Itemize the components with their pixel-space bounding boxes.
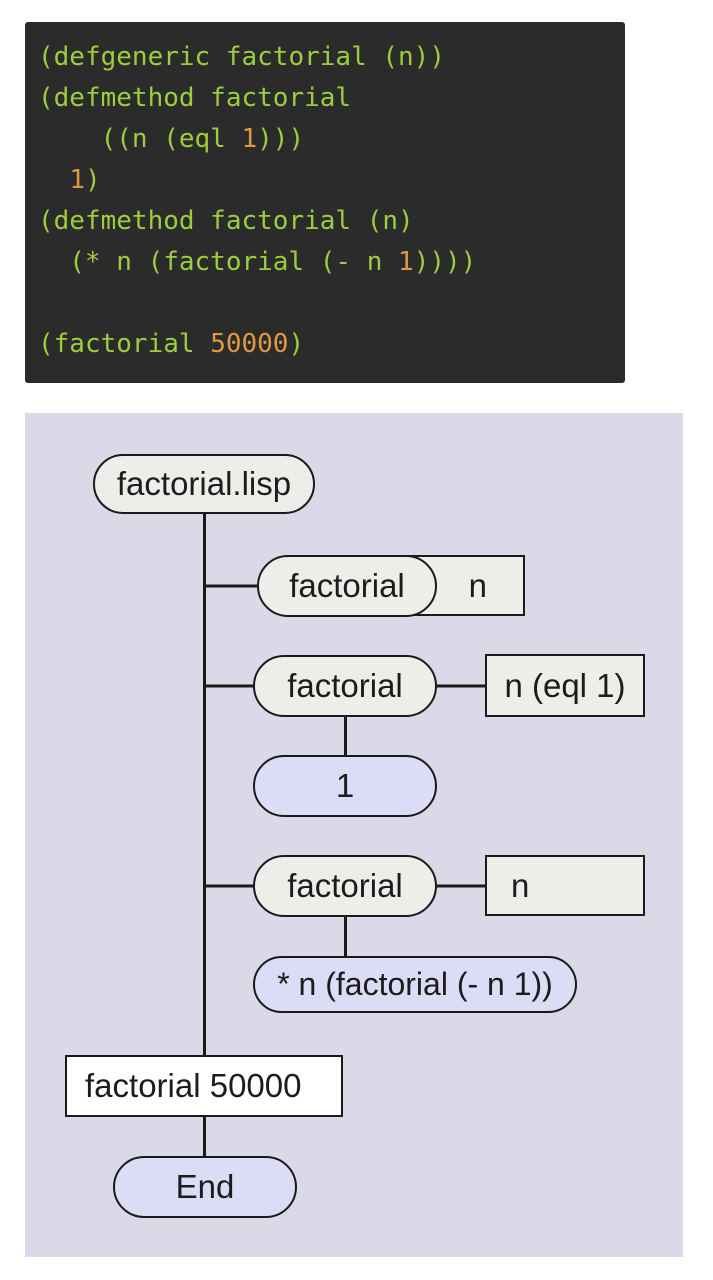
code-text: ))) — [257, 124, 305, 154]
code-text — [38, 165, 69, 195]
node-method1-body-pill: 1 — [253, 755, 437, 817]
node-method2-body-pill: * n (factorial (- n 1)) — [253, 956, 577, 1013]
node-call-box: factorial 50000 — [65, 1055, 343, 1117]
node-method1-body-label: 1 — [335, 767, 355, 804]
node-method1-param-label: n (eql 1) — [504, 666, 626, 704]
code-text: ) — [288, 329, 305, 359]
code-text: ) — [84, 165, 101, 195]
node-end-pill: End — [113, 1156, 297, 1218]
node-method1-pill: factorial — [253, 655, 437, 717]
code-panel: (defgeneric factorial (n)) (defmethod fa… — [25, 22, 625, 383]
code-number: 50000 — [210, 329, 289, 359]
node-method2-param-box: n — [485, 855, 645, 916]
code-text: (factorial — [38, 329, 211, 359]
code-line: (* n (factorial (- n 1)))) — [38, 242, 615, 283]
node-end-label: End — [175, 1168, 235, 1205]
node-file-label: factorial.lisp — [116, 465, 292, 502]
code-text: )))) — [413, 247, 477, 277]
connector-lines — [203, 508, 491, 1163]
code-line — [38, 283, 615, 324]
node-method1-param-box: n (eql 1) — [485, 654, 645, 717]
node-method1-label: factorial — [287, 667, 403, 704]
node-method2-pill: factorial — [253, 855, 437, 917]
node-file-pill: factorial.lisp — [93, 454, 315, 514]
code-text: (* n (factorial (- n — [38, 247, 399, 277]
code-number: 1 — [398, 247, 414, 277]
code-text: (defgeneric factorial (n)) — [38, 42, 445, 72]
code-line: (defgeneric factorial (n)) — [38, 37, 615, 78]
node-method2-param-label: n — [511, 866, 530, 904]
code-number: 1 — [241, 124, 258, 154]
code-text: (defmethod factorial — [38, 83, 352, 113]
code-line: 1) — [38, 160, 615, 201]
code-number: 1 — [69, 165, 85, 195]
node-generic-pill: factorial — [257, 555, 437, 617]
node-method2-label: factorial — [287, 867, 403, 904]
node-call-label: factorial 50000 — [85, 1067, 302, 1104]
flow-diagram: factorial.lisp n factorial factorial n (… — [25, 413, 683, 1257]
node-generic-label: factorial — [289, 567, 405, 604]
code-text: ((n (eql — [38, 124, 242, 154]
code-line: (defmethod factorial (n) — [38, 201, 615, 242]
code-line: (factorial 50000) — [38, 324, 615, 365]
node-method2-body-label: * n (factorial (- n 1)) — [277, 966, 553, 1002]
code-line: ((n (eql 1))) — [38, 119, 615, 160]
code-line: (defmethod factorial — [38, 78, 615, 119]
node-generic-param-label: n — [468, 566, 487, 604]
code-text: (defmethod factorial (n) — [38, 206, 414, 236]
